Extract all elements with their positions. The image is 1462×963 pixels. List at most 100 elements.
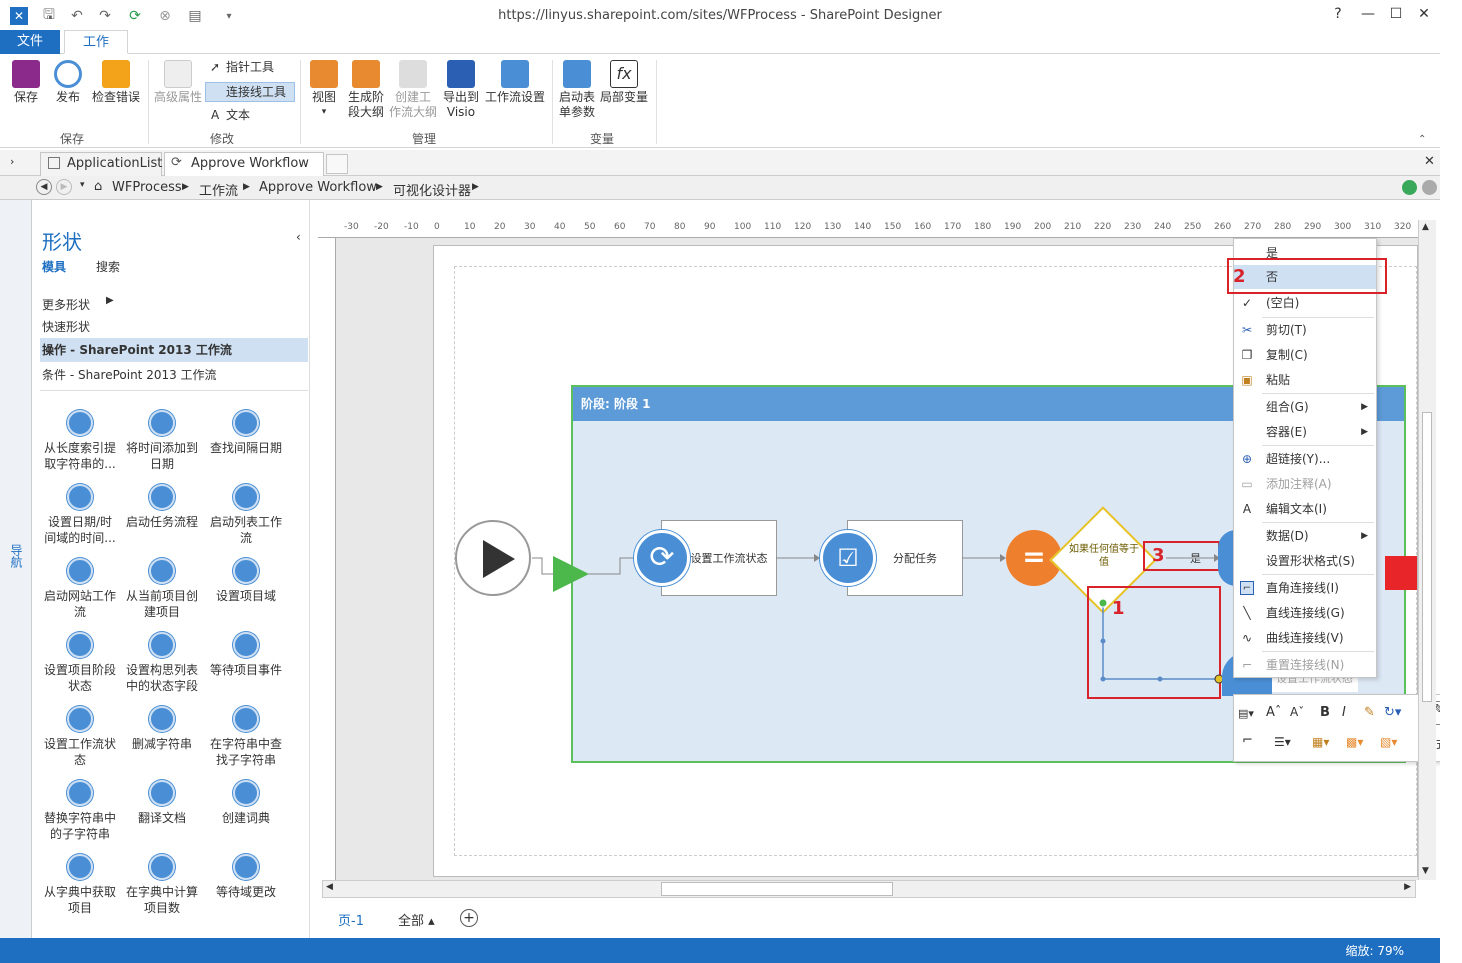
stop-icon[interactable]	[1422, 180, 1437, 195]
menu-format-shape[interactable]: 设置形状格式(S)	[1266, 554, 1355, 568]
shape-item[interactable]: 从当前项目创建项目	[122, 558, 202, 620]
publish-button[interactable]: 发布	[50, 60, 86, 105]
shape-item[interactable]: 创建词典	[206, 780, 286, 826]
save-icon[interactable]: 🖫	[43, 7, 55, 23]
navigation-pane-collapsed[interactable]: 导航	[0, 200, 32, 938]
shape-item[interactable]: 启动任务流程	[122, 484, 202, 530]
more-shapes[interactable]: 更多形状	[42, 298, 91, 312]
menu-group[interactable]: 组合(G)▶	[1234, 395, 1376, 419]
tab-workflow[interactable]: 工作流	[64, 30, 128, 74]
page-tab-1[interactable]: 页-1	[338, 914, 364, 929]
stencil-conditions[interactable]: 条件 - SharePoint 2013 工作流	[42, 368, 217, 382]
font-box-icon[interactable]: ▤▾	[1238, 707, 1254, 720]
menu-hyperlink[interactable]: ⊕超链接(Y)...	[1241, 452, 1331, 466]
shape-item[interactable]: 设置构思列表中的状态字段	[122, 632, 202, 694]
shape-item[interactable]: 启动列表工作流	[206, 484, 286, 546]
align-icon[interactable]: ☰▾	[1274, 735, 1291, 749]
group-icon[interactable]: ▧▾	[1380, 735, 1398, 749]
maximize-button[interactable]: ☐	[1389, 6, 1403, 22]
breadcrumb-visual-designer[interactable]: 可视化设计器	[393, 184, 472, 199]
text-direction-icon[interactable]: ↻▾	[1384, 705, 1402, 720]
menu-right-angle-connector[interactable]: ⌐直角连接线(I)	[1234, 576, 1376, 600]
workflow-settings-button[interactable]: 工作流设置	[484, 60, 546, 105]
breadcrumb-workflows[interactable]: 工作流	[199, 184, 239, 199]
selected-connector[interactable]	[1097, 597, 1227, 687]
stencil-actions[interactable]: 操作 - SharePoint 2013 工作流	[40, 338, 308, 362]
breadcrumb-wfprocess[interactable]: WFProcess	[112, 180, 182, 195]
all-pages-button[interactable]: 全部 ▴	[398, 914, 435, 929]
grow-font-icon[interactable]: Aˆ	[1266, 705, 1282, 720]
format-painter-icon[interactable]: ✎	[1364, 705, 1375, 720]
forward-icon[interactable]: ▶	[56, 179, 72, 195]
menu-container[interactable]: 容器(E)▶	[1234, 420, 1376, 444]
create-workflow-outline-button[interactable]: 创建工作流大纲	[388, 60, 438, 120]
breadcrumb-approve-workflow[interactable]: Approve Workflow	[259, 180, 377, 195]
shape-item[interactable]: 设置项目域	[206, 558, 286, 604]
zoom-level[interactable]: 缩放: 79%	[1345, 944, 1404, 958]
close-button[interactable]: ✕	[1418, 6, 1430, 22]
back-icon[interactable]: ◀	[36, 179, 52, 195]
shape-item[interactable]: 在字典中计算项目数	[122, 854, 202, 916]
menu-straight-connector[interactable]: ╲直线连接线(G)	[1234, 601, 1376, 625]
vertical-scrollbar[interactable]: ▲ ▼	[1418, 220, 1436, 880]
start-shape[interactable]	[455, 520, 531, 596]
shape-item[interactable]: 查找间隔日期	[206, 410, 286, 456]
shape-item[interactable]: 设置工作流状态	[40, 706, 120, 768]
generate-stage-outline-button[interactable]: 生成阶段大纲	[344, 60, 388, 120]
menu-no[interactable]: 否	[1234, 265, 1376, 289]
italic-icon[interactable]: I	[1342, 705, 1346, 720]
menu-blank[interactable]: ✓(空白)	[1241, 296, 1300, 310]
text-tool-button[interactable]: 文本	[226, 108, 251, 122]
shape-item[interactable]: 替换字符串中的子字符串	[40, 780, 120, 842]
shape-item[interactable]: 等待域更改	[206, 854, 286, 900]
shape-item[interactable]: 启动网站工作流	[40, 558, 120, 620]
customize-qat-icon[interactable]: ▾	[226, 10, 232, 22]
advanced-properties-button[interactable]: 高级属性	[152, 60, 204, 105]
initiation-form-params-button[interactable]: 启动表单参数	[556, 60, 598, 120]
menu-add-comment[interactable]: ▭添加注释(A)	[1241, 477, 1332, 491]
menu-curved-connector[interactable]: ∿曲线连接线(V)	[1241, 631, 1344, 645]
shape-item[interactable]: 设置项目阶段状态	[40, 632, 120, 694]
preview-icon[interactable]: ▤	[188, 8, 202, 24]
history-dropdown-icon[interactable]: ▾	[80, 180, 85, 190]
undo-icon[interactable]: ↶	[71, 8, 83, 24]
connector-icon[interactable]: ⌐	[1242, 733, 1253, 748]
shape-item[interactable]: 从长度索引提取字符串的...	[40, 410, 120, 472]
shrink-font-icon[interactable]: Aˇ	[1290, 705, 1305, 719]
menu-copy[interactable]: ❐复制(C)	[1241, 348, 1308, 362]
pointer-tool-button[interactable]: 指针工具	[226, 60, 275, 74]
views-button[interactable]: 视图▾	[306, 60, 342, 120]
menu-paste[interactable]: ▣粘贴	[1241, 373, 1291, 387]
save-button[interactable]: 保存	[8, 60, 44, 105]
shape-item[interactable]: 翻译文档	[122, 780, 202, 826]
shape-item[interactable]: 在字符串中查找子字符串	[206, 706, 286, 768]
menu-cut[interactable]: ✂剪切(T)	[1241, 323, 1307, 337]
expand-nav-icon[interactable]: ›	[10, 155, 15, 168]
minimize-button[interactable]: —	[1361, 6, 1375, 22]
shape-item[interactable]: 等待项目事件	[206, 632, 286, 678]
shape-item[interactable]: 从字典中获取项目	[40, 854, 120, 916]
fill-icon[interactable]: ▦▾	[1312, 735, 1330, 749]
shape-item[interactable]: 将时间添加到日期	[122, 410, 202, 472]
horizontal-scrollbar[interactable]: ◀ ▶	[322, 880, 1416, 898]
arrange-icon[interactable]: ▩▾	[1346, 735, 1364, 749]
menu-reset-connector[interactable]: ⌐重置连接线(N)	[1241, 658, 1345, 672]
redo-icon[interactable]: ↷	[99, 8, 111, 24]
tab-application-list[interactable]: ApplicationList	[40, 152, 162, 176]
tab-file[interactable]: 文件	[0, 30, 60, 54]
menu-yes[interactable]: 是	[1266, 246, 1279, 260]
bold-icon[interactable]: B	[1320, 705, 1330, 720]
collapse-ribbon-icon[interactable]: ⌃	[1418, 134, 1427, 145]
help-icon[interactable]: ?	[1334, 6, 1342, 22]
tab-stencils[interactable]: 模具	[42, 260, 67, 274]
tab-approve-workflow[interactable]: Approve Workflow *	[164, 152, 324, 193]
check-errors-button[interactable]: 检查错误	[90, 60, 142, 105]
connector-tool-button[interactable]: 连接线工具	[205, 82, 295, 102]
close-tab-icon[interactable]: ✕	[1424, 154, 1435, 169]
collapse-panel-icon[interactable]: ‹	[296, 230, 301, 244]
new-tab-icon[interactable]	[326, 154, 348, 174]
stop-icon[interactable]: ⊗	[159, 8, 171, 24]
quick-shapes[interactable]: 快速形状	[42, 320, 91, 334]
